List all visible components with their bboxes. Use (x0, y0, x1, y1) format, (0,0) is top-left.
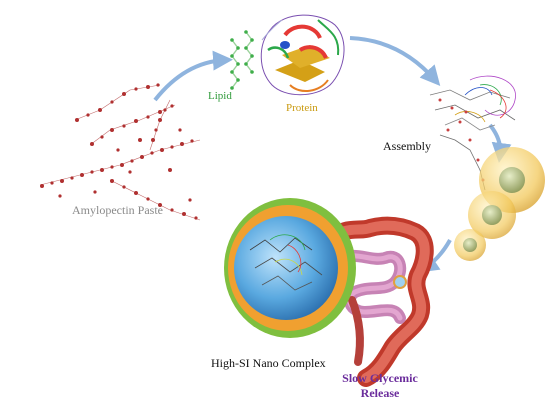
nanoparticle-sphere-icon (454, 147, 545, 261)
nano-complex-label: High-SI Nano Complex (211, 356, 326, 370)
assembly-label: Assembly (383, 139, 431, 153)
intestine-icon (321, 216, 434, 387)
amylopectin-paste-label: Amylopectin Paste (72, 203, 163, 217)
nano-complex-icon (224, 198, 356, 338)
protein-structure-icon (260, 14, 345, 96)
arrow-paste-to-lipid (153, 50, 233, 102)
amylopectin-molecule-icon (39, 83, 201, 221)
slow-glycemic-release-label: Slow Glycemic Release (342, 371, 418, 400)
arrow-protein-to-assembly (349, 36, 441, 87)
protein-label: Protein (286, 102, 318, 114)
assembly-cluster-icon (429, 75, 516, 191)
lipid-label: Lipid (208, 90, 232, 102)
lipid-chain-icon (230, 30, 254, 90)
